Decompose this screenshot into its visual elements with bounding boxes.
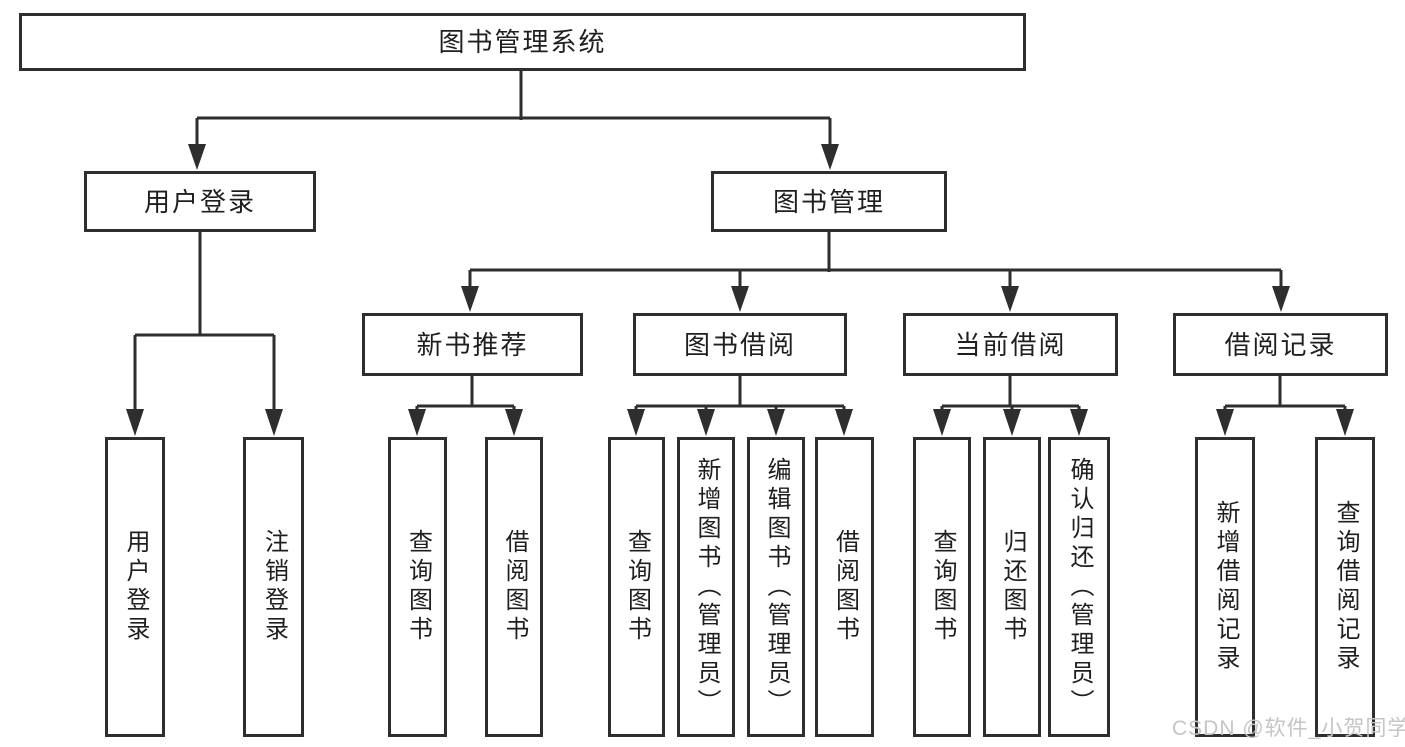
leaf-query-books-borrowing: 查询图书 — [608, 437, 665, 737]
leaf-return-books: 归还图书 — [983, 437, 1041, 737]
node-book-borrowing: 图书借阅 — [633, 313, 847, 376]
leaf-borrow-books-borrowing: 借阅图书 — [815, 437, 874, 737]
leaf-query-borrowing-record: 查询借阅记录 — [1315, 437, 1375, 737]
node-new-book-recommendation: 新书推荐 — [362, 313, 583, 376]
leaf-logout-login: 注销登录 — [243, 437, 304, 737]
node-book-management: 图书管理 — [711, 171, 947, 232]
leaf-user-login: 用户登录 — [105, 437, 165, 737]
node-user-login: 用户登录 — [84, 171, 316, 232]
leaf-add-borrowing-record: 新增借阅记录 — [1195, 437, 1255, 737]
csdn-watermark: CSDN @软件_小贺同学 — [1172, 717, 1405, 740]
node-current-borrowing: 当前借阅 — [903, 313, 1118, 376]
node-borrowing-records: 借阅记录 — [1173, 313, 1388, 376]
leaf-borrow-books-recommend: 借阅图书 — [485, 437, 543, 737]
node-library-management-system: 图书管理系统 — [19, 13, 1026, 71]
leaf-query-books-recommend: 查询图书 — [388, 437, 447, 737]
leaf-add-books-admin: 新增图书（管理员） — [677, 437, 735, 737]
leaf-query-books-current: 查询图书 — [913, 437, 971, 737]
leaf-confirm-return-admin: 确认归还（管理员） — [1048, 437, 1110, 737]
leaf-edit-books-admin: 编辑图书（管理员） — [747, 437, 805, 737]
